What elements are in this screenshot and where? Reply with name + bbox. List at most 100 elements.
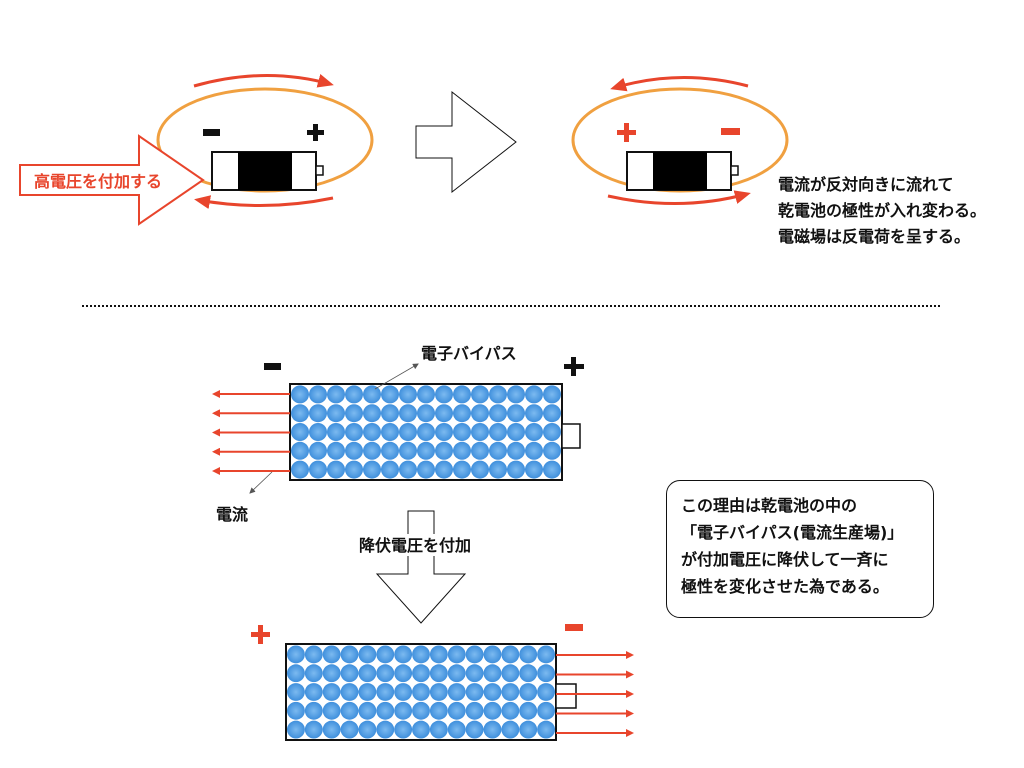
electron — [322, 720, 341, 739]
transition-arrow-icon — [415, 90, 517, 194]
electron — [471, 441, 489, 460]
electron — [519, 645, 538, 664]
electron — [291, 460, 309, 479]
upper-battery: 電子バイパス 電流 — [212, 344, 584, 524]
electron — [376, 664, 395, 683]
electron — [519, 720, 538, 739]
electron — [471, 423, 489, 441]
electron — [340, 683, 359, 701]
electron — [376, 645, 395, 664]
electron — [345, 423, 363, 441]
electron — [412, 683, 430, 701]
electron — [417, 460, 435, 479]
electron — [358, 664, 377, 683]
electron — [327, 441, 345, 460]
electron — [304, 645, 323, 664]
electron — [327, 385, 345, 404]
electron — [412, 720, 430, 739]
label-backdrop — [356, 534, 492, 556]
electron — [447, 645, 466, 664]
electron — [309, 404, 327, 423]
explanation-line: 電磁場は反電荷を呈する。 — [778, 227, 971, 246]
electron — [417, 404, 435, 423]
electron — [507, 385, 525, 404]
electron — [287, 645, 305, 664]
electron — [453, 385, 471, 404]
electron — [309, 441, 327, 460]
electron — [412, 701, 430, 720]
electron — [465, 645, 484, 664]
electron — [453, 441, 471, 460]
bypass-label: 電子バイパス — [421, 344, 517, 363]
electron — [483, 645, 502, 664]
electron — [453, 460, 471, 479]
electron — [322, 683, 341, 701]
electron — [399, 423, 417, 441]
electron — [381, 385, 399, 404]
electron — [394, 720, 413, 739]
explanation-line: 乾電池の極性が入れ変わる。 — [778, 201, 987, 220]
current-arrow-bottom — [194, 195, 334, 210]
electron — [519, 701, 538, 720]
current-pointer — [249, 471, 273, 494]
electron — [465, 701, 484, 720]
electron — [471, 385, 489, 404]
electron — [435, 441, 453, 460]
electron — [291, 385, 309, 404]
electron — [435, 385, 453, 404]
electron — [412, 645, 430, 664]
reason-box: この理由は乾電池の中の 「電子バイパス(電流生産場)」 が付加電圧に降伏して一斉… — [666, 480, 934, 618]
electron — [291, 404, 309, 423]
electron — [345, 404, 363, 423]
minus-sign — [721, 128, 740, 135]
electron — [358, 720, 377, 739]
electron — [327, 423, 345, 441]
electron — [363, 385, 381, 404]
electron — [429, 701, 448, 720]
electron — [501, 645, 520, 664]
electron — [322, 664, 341, 683]
electron — [507, 441, 525, 460]
electron — [519, 664, 538, 683]
electron — [287, 664, 305, 683]
electron — [525, 404, 543, 423]
electron — [525, 441, 543, 460]
lower-battery — [251, 624, 634, 741]
battery-terminal — [555, 683, 577, 709]
electron — [471, 404, 489, 423]
electron — [304, 683, 323, 701]
minus-sign — [203, 129, 220, 136]
electron — [345, 441, 363, 460]
electron — [489, 423, 507, 441]
electron — [543, 404, 561, 423]
electron — [376, 701, 395, 720]
current-arrow-top — [193, 74, 334, 88]
electron — [435, 404, 453, 423]
breakdown-label: 降伏電圧を付加 — [359, 536, 471, 555]
electron — [429, 683, 448, 701]
electron — [447, 683, 466, 701]
plus-sign — [307, 124, 324, 141]
bypass-pointer — [374, 363, 419, 390]
electron — [363, 460, 381, 479]
electron — [412, 664, 430, 683]
electron — [465, 683, 484, 701]
electron — [327, 460, 345, 479]
electron — [537, 701, 555, 720]
electron — [447, 720, 466, 739]
electron — [483, 720, 502, 739]
electron — [399, 385, 417, 404]
electron — [501, 683, 520, 701]
current-arrows — [556, 651, 634, 737]
electron — [394, 683, 413, 701]
electron — [291, 423, 309, 441]
electron — [287, 720, 305, 739]
electron — [363, 404, 381, 423]
apply-voltage-label: 高電圧を付加する — [34, 172, 162, 191]
electron — [501, 701, 520, 720]
electron — [309, 423, 327, 441]
electron — [327, 404, 345, 423]
electron — [543, 423, 561, 441]
electron — [489, 460, 507, 479]
electron — [381, 404, 399, 423]
